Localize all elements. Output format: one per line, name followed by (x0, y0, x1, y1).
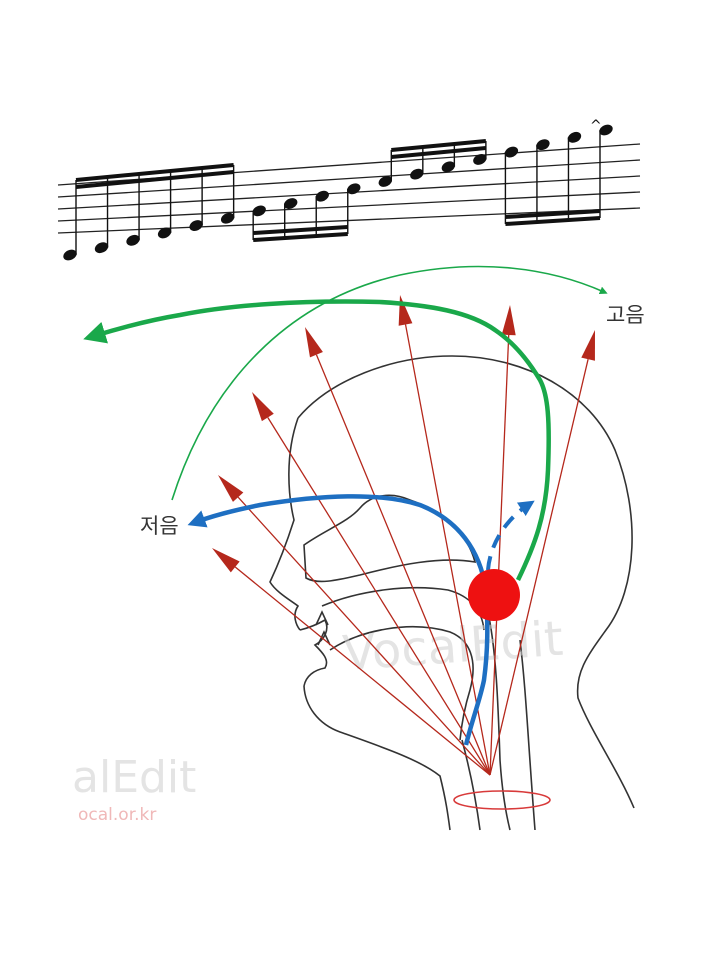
note-head (536, 139, 550, 151)
scale-notes: ^ (63, 118, 613, 261)
note-head (126, 234, 140, 246)
resonance-arrow-icon (501, 305, 516, 336)
note-head (94, 242, 109, 254)
resonance-arrow-icon (252, 392, 274, 422)
low-pitch-label: 저음 (140, 514, 179, 538)
note-head (473, 154, 487, 165)
note-beam (391, 139, 487, 152)
note-beam (75, 170, 234, 189)
resonance-arrow-icon (212, 548, 240, 573)
larynx-dot (468, 569, 520, 621)
watermark-left: alEdit (72, 752, 196, 803)
larynx-ring (453, 790, 551, 810)
pitch-arc-arrow (171, 265, 608, 501)
resonance-arrow-line (489, 359, 589, 776)
resonance-arrow-line (315, 354, 491, 776)
note-accent: ^ (590, 118, 602, 134)
low-pitch-path (187, 494, 490, 746)
head-outline (269, 355, 635, 831)
note-head (567, 131, 582, 143)
resonance-arrow-icon (398, 295, 413, 326)
note-beam (75, 163, 234, 182)
note-beam (253, 232, 348, 242)
note-head (220, 212, 235, 224)
high-pitch-label: 고음 (606, 303, 645, 327)
note-head (378, 176, 392, 187)
resonance-arrow-line (404, 324, 491, 776)
note-head (315, 190, 329, 202)
note-beam (391, 146, 487, 159)
note-head (410, 168, 424, 180)
resonance-arrow-icon (581, 330, 595, 361)
note-head (189, 220, 203, 231)
high-pitch-path (83, 299, 551, 581)
resonance-arrow-line (234, 566, 491, 776)
note-beam (505, 209, 601, 219)
resonance-arrow-icon (218, 475, 244, 502)
note-beam (505, 216, 601, 226)
watermark-url: ocal.or.kr (78, 805, 156, 825)
watermark-center: VocalEdit (341, 611, 565, 682)
note-head (63, 249, 77, 261)
dashed-blue-branch (486, 500, 535, 571)
note-head (504, 146, 519, 158)
note-head (347, 183, 361, 195)
resonance-arrow-icon (305, 327, 323, 358)
note-head (284, 198, 298, 209)
note-beam (253, 225, 348, 235)
resonance-arrow-line (237, 496, 491, 776)
resonance-arrow-line (489, 334, 510, 776)
note-head (441, 161, 456, 173)
note-head (157, 227, 172, 239)
note-head (599, 124, 613, 136)
resonance-arrow-line (267, 417, 491, 776)
note-head (252, 205, 266, 217)
